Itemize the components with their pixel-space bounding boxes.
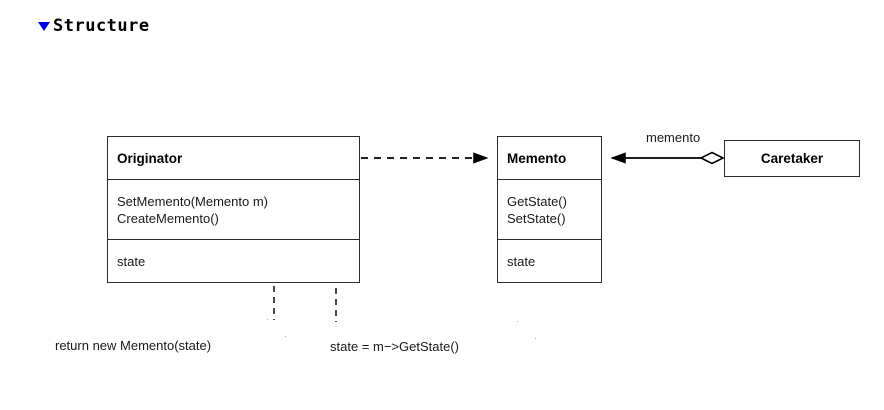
aggregation-caretaker-to-memento: [610, 151, 725, 165]
class-name-compartment: Originator: [108, 137, 359, 179]
triangle-down-icon[interactable]: [38, 22, 50, 31]
note-create-memento[interactable]: return new Memento(state): [45, 320, 285, 362]
note-text: return new Memento(state): [55, 338, 212, 353]
class-box-memento[interactable]: Memento GetState() SetState() state: [497, 136, 602, 283]
class-box-caretaker[interactable]: Caretaker: [724, 140, 860, 177]
operation-item: GetState(): [507, 193, 567, 209]
operation-item: SetMemento(Memento m): [117, 193, 268, 209]
class-name-label: Originator: [117, 150, 183, 166]
class-attributes-compartment: state: [498, 239, 601, 282]
class-name-compartment: Memento: [498, 137, 601, 179]
class-operations-compartment: SetMemento(Memento m) CreateMemento(): [108, 179, 359, 239]
page-title: Structure: [53, 16, 150, 36]
class-operations-compartment: GetState() SetState(): [498, 179, 601, 239]
operation-item: SetState(): [507, 210, 566, 226]
section-header[interactable]: Structure: [38, 16, 150, 36]
aggregation-diamond-icon: [699, 151, 725, 165]
attribute-item: state: [507, 253, 536, 269]
note-text: state = m−>GetState(): [330, 339, 459, 354]
class-name-compartment: Caretaker: [725, 141, 859, 176]
attribute-item: state: [117, 253, 146, 269]
note-set-memento[interactable]: state = m−>GetState(): [320, 322, 535, 363]
class-box-originator[interactable]: Originator SetMemento(Memento m) CreateM…: [107, 136, 360, 283]
operation-item: CreateMemento(): [117, 210, 219, 226]
class-attributes-compartment: state: [108, 239, 359, 282]
class-name-label: Memento: [507, 150, 567, 166]
class-name-label: Caretaker: [760, 151, 824, 166]
association-role-label: memento: [646, 130, 701, 145]
